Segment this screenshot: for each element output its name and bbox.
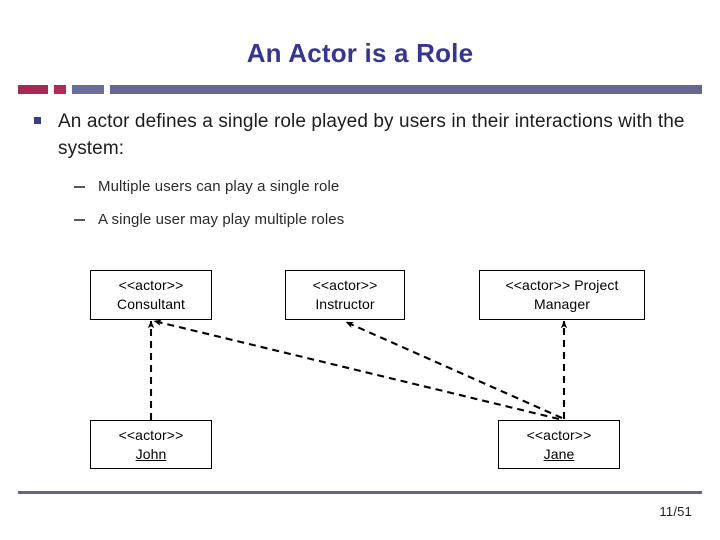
uml-box-project-manager[interactable]: <<actor>> Project Manager — [479, 270, 645, 320]
body-content: An actor defines a single role played by… — [26, 108, 694, 242]
title-divider-segment-0 — [18, 85, 48, 94]
uml-dependency-jane-to-instructor — [345, 321, 563, 419]
page-title: An Actor is a Role — [246, 38, 474, 68]
uml-class-name: Instructor — [315, 296, 375, 312]
title-divider-segment-3 — [110, 85, 702, 94]
bullet-level2: A single user may play multiple roles — [74, 209, 694, 230]
page-number: 11/51 — [659, 504, 692, 519]
uml-class-name: Consultant — [117, 296, 185, 312]
title-divider — [18, 85, 702, 94]
title-divider-segment-1 — [54, 85, 66, 94]
uml-box-jane[interactable]: <<actor>> Jane — [498, 420, 620, 469]
uml-stereotype: <<actor>> — [312, 277, 378, 293]
uml-instance-name: Jane — [543, 445, 575, 462]
bullet-level2: Multiple users can play a single role — [74, 176, 694, 197]
uml-stereotype: <<actor>> — [118, 277, 184, 293]
uml-box-john[interactable]: <<actor>> John — [90, 420, 212, 469]
bullet-level1-text: An actor defines a single role played by… — [58, 111, 685, 159]
uml-class-label: <<actor>> Project Manager — [505, 277, 619, 312]
title-divider-segment-2 — [72, 85, 104, 94]
bullet-level2-text: A single user may play multiple roles — [98, 211, 345, 228]
square-bullet-icon — [34, 117, 41, 124]
bullet-level1: An actor defines a single role played by… — [26, 108, 694, 162]
footer-divider — [18, 491, 702, 494]
bullet-level2-text: Multiple users can play a single role — [98, 178, 340, 195]
uml-box-consultant[interactable]: <<actor>> Consultant — [90, 270, 212, 320]
uml-instance-name: John — [135, 445, 167, 462]
uml-stereotype: <<actor>> — [118, 426, 184, 443]
uml-dependency-jane-to-consultant — [153, 319, 560, 421]
uml-box-instructor[interactable]: <<actor>> Instructor — [285, 270, 405, 320]
sub-bullet-list: Multiple users can play a single role A … — [26, 176, 694, 230]
uml-stereotype: <<actor>> — [526, 426, 592, 443]
dash-bullet-icon — [74, 186, 85, 188]
dash-bullet-icon — [74, 219, 85, 221]
